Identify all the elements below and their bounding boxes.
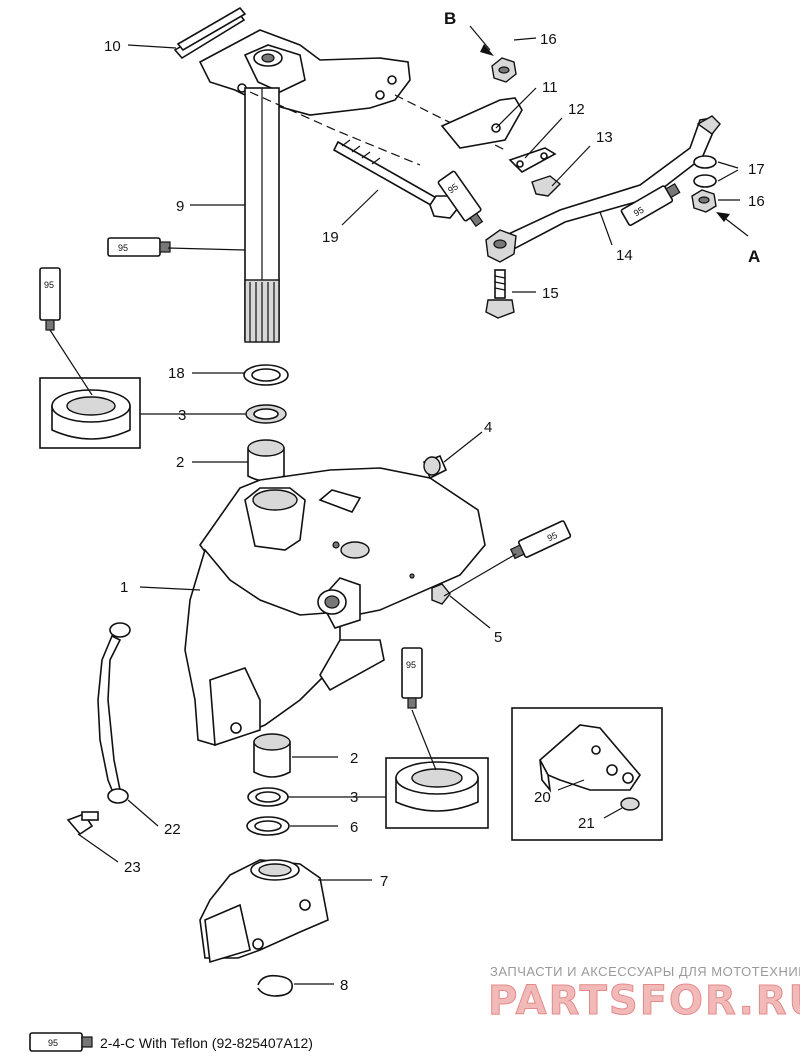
callout-10: 10 [104,38,121,55]
lubricant-legend: 95 2-4-C With Teflon (92-825407A12) [29,1032,313,1052]
lubricant-tube: 95 [107,237,171,257]
callout-8: 8 [340,977,348,994]
callout-16: 16 [748,193,765,210]
lubricant-tube: 95 [509,520,572,560]
callout-19: 19 [322,229,339,246]
arrow-a-line [721,215,749,237]
callout-6: 6 [350,819,358,836]
callout-21: 21 [578,815,595,832]
steering-arm-assembly [173,6,506,343]
callout-12: 12 [568,101,585,118]
arrow-a-head [716,212,730,222]
watermark: ЗАПЧАСТИ И АКСЕССУАРЫ ДЛЯ МОТОТЕХНИКИ PA… [488,964,800,1025]
lubricant-tube: 95 [620,182,681,226]
callout-2: 2 [176,454,184,471]
retaining-ring [257,974,294,997]
watermark-brand: PARTSFOR.RU [488,978,800,1024]
part-5-fitting [431,583,451,605]
svg-text:95: 95 [446,181,460,195]
callout-5: 5 [494,629,502,646]
callout-13: 13 [596,129,613,146]
bolt-19 [332,139,459,219]
part-4-bushing [422,454,448,480]
callout-labels: 10 B 16 11 12 13 17 16 A 9 19 14 15 18 3… [104,9,765,994]
bushing-stack-lower [246,733,291,836]
callout-3: 3 [178,407,186,424]
callout-11: 11 [542,79,558,96]
ground-strap [97,622,131,804]
legend-tube-label: 95 [48,1038,58,1048]
callout-20: 20 [534,789,551,806]
callout-4: 4 [484,419,492,436]
arrow-b-head [480,44,494,56]
svg-text:95: 95 [44,280,54,290]
callout-15: 15 [542,285,559,302]
lubricant-tube: 95 [437,170,484,228]
callout-2: 2 [350,750,358,767]
arrow-b-line [469,25,491,51]
svg-text:95: 95 [406,660,416,670]
callout-3: 3 [350,789,358,806]
callout-22: 22 [164,821,181,838]
svg-text:95: 95 [632,205,646,219]
callout-16: 16 [540,31,557,48]
callout-17: 17 [748,161,765,178]
lubricant-tube: 95 [39,267,61,331]
bushing-detail-inset [39,377,141,449]
callout-14: 14 [616,247,633,264]
callout-18: 18 [168,365,185,382]
tiller-link-assembly [440,57,721,319]
callout-B: B [444,9,456,28]
legend-text: 2-4-C With Teflon (92-825407A12) [100,1035,313,1051]
lubricant-tube: 95 [401,647,423,709]
svg-text:95: 95 [118,243,128,253]
callout-9: 9 [176,198,184,215]
callout-23: 23 [124,859,141,876]
callout-1: 1 [120,579,128,596]
swivel-bracket [184,467,486,747]
bushing-stack-upper [243,364,289,482]
screw-23 [66,811,99,836]
callout-A: A [748,247,760,266]
lower-yoke [199,859,329,964]
callout-7: 7 [380,873,388,890]
bushing-detail-inset-lower [385,757,489,829]
leader-lines [49,37,740,985]
svg-text:95: 95 [546,530,559,543]
bracket-detail-inset [511,707,663,841]
watermark-caption: ЗАПЧАСТИ И АКСЕССУАРЫ ДЛЯ МОТОТЕХНИКИ [490,964,800,979]
